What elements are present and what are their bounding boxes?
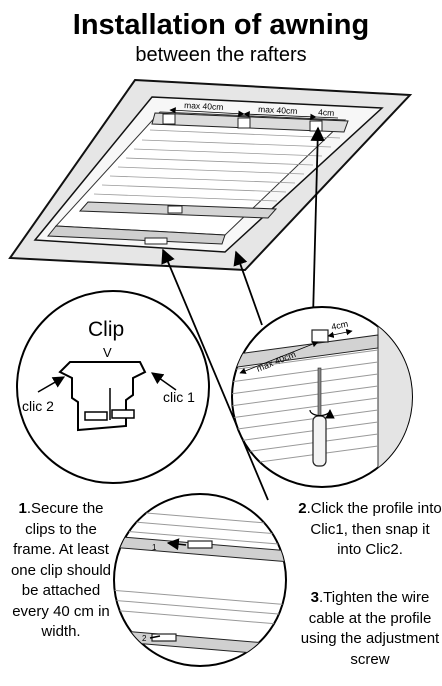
clip-arrow-mark: V <box>103 345 112 360</box>
bottom-detail-circle <box>113 493 287 667</box>
arrow-bottom-to-profile <box>233 250 263 326</box>
top-clip-right <box>309 120 323 132</box>
top-clip-left <box>162 113 176 125</box>
blind-handle <box>167 205 183 214</box>
clic2-label: clic 2 <box>22 398 54 414</box>
step-2-instruction: 2.Click the profile into Clic1, then sna… <box>298 499 442 561</box>
clic1-label: clic 1 <box>163 389 195 405</box>
bottom-detail: 1 2 <box>113 493 287 667</box>
lower-arrow-lower <box>149 635 161 639</box>
top-clip-middle <box>237 117 251 129</box>
screwdriver-shaft <box>317 367 322 417</box>
clip-label: Clip <box>88 318 124 341</box>
dim-label-a: max 40cm <box>184 100 224 112</box>
step-2-text: .Click the profile into Clic1, then snap… <box>306 500 442 558</box>
bottom-mark-1: 1 <box>152 543 157 552</box>
lower-arrow-upper <box>166 538 187 551</box>
profile-clip <box>311 329 329 343</box>
step-3-text: .Tighten the wire cable at the profile u… <box>300 589 440 668</box>
clip-slot-left <box>84 411 108 421</box>
page-title: Installation of awning <box>72 9 370 41</box>
step-1-instruction: 1.Secure the clips to the frame. At leas… <box>2 499 120 643</box>
dim-label-b: max 40cm <box>258 104 298 116</box>
bottom-mark-2: 2 <box>142 634 147 643</box>
step-3-number: 3 <box>310 589 319 606</box>
rotate-arrow-icon <box>309 409 335 419</box>
pleated-blind <box>93 129 341 202</box>
dimension-lines <box>169 107 339 120</box>
clic2-pointer <box>37 376 66 393</box>
clip-slot-right <box>111 409 135 419</box>
clic1-pointer <box>151 372 177 391</box>
arrow-bottom-to-lower <box>161 248 269 501</box>
bottom-profile-clip <box>144 237 168 245</box>
step-1-number: 1 <box>18 500 27 517</box>
clip-detail: Clip V clic 2 clic 1 <box>16 290 210 484</box>
bottom-profile <box>46 225 226 245</box>
screwdriver-handle <box>312 415 327 467</box>
lower-clip-upper <box>187 540 213 549</box>
page-subtitle: between the rafters <box>135 44 307 66</box>
lower-rail-upper <box>114 535 286 563</box>
step-3-instruction: 3.Tighten the wire cable at the profile … <box>298 588 442 670</box>
step-1-text: .Secure the clips to the frame. At least… <box>10 500 112 640</box>
dim-label-c: 4cm <box>318 107 335 118</box>
roof-window: max 40cm max 40cm 4cm <box>8 78 413 272</box>
profile-detail: max 40cm 4cm <box>231 306 413 488</box>
step-2-number: 2 <box>298 500 307 517</box>
profile-dim-small: 4cm <box>330 319 349 332</box>
